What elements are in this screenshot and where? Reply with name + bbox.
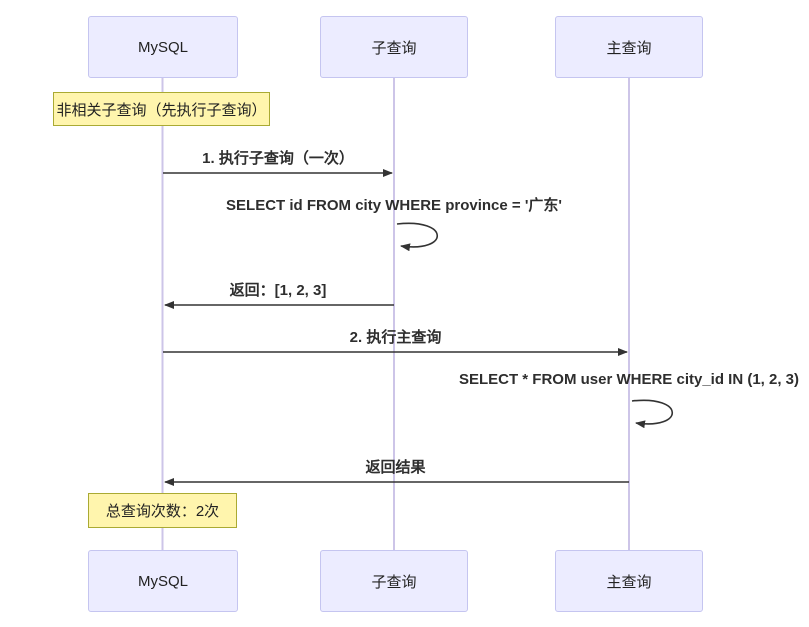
- note-text: 总查询次数：2次: [105, 503, 220, 520]
- message-label-return-result: 返回结果: [365, 459, 426, 476]
- actor-label: MySQL: [137, 572, 188, 590]
- actor-label: 子查询: [371, 573, 417, 591]
- actor-bottom-mysql: MySQL: [88, 550, 238, 612]
- message-label-subquery-sql: SELECT id FROM city WHERE province = '广东…: [226, 197, 562, 214]
- actor-label: 主查询: [606, 39, 652, 57]
- note-text: 非相关子查询（先执行子查询）: [56, 101, 267, 119]
- actor-label: 子查询: [371, 39, 417, 57]
- note-total-query-count: 总查询次数：2次: [88, 493, 237, 528]
- actor-bottom-mainquery: 主查询: [555, 550, 703, 612]
- actor-top-mysql: MySQL: [88, 16, 238, 78]
- message-label-run-mainquery: 2. 执行主查询: [349, 329, 442, 346]
- actor-label: 主查询: [606, 573, 652, 591]
- note-uncorrelated-subquery: 非相关子查询（先执行子查询）: [53, 92, 270, 126]
- message-label-mainquery-sql: SELECT * FROM user WHERE city_id IN (1, …: [458, 371, 800, 388]
- self-loop-mainquery: [631, 399, 674, 429]
- self-loop-subquery: [396, 222, 439, 252]
- actor-label: MySQL: [137, 38, 188, 56]
- actor-top-subquery: 子查询: [320, 16, 468, 78]
- message-label-run-subquery: 1. 执行子查询（一次）: [202, 150, 354, 167]
- actor-top-mainquery: 主查询: [555, 16, 703, 78]
- message-label-return-ids: 返回：[1, 2, 3]: [229, 282, 327, 299]
- actor-bottom-subquery: 子查询: [320, 550, 468, 612]
